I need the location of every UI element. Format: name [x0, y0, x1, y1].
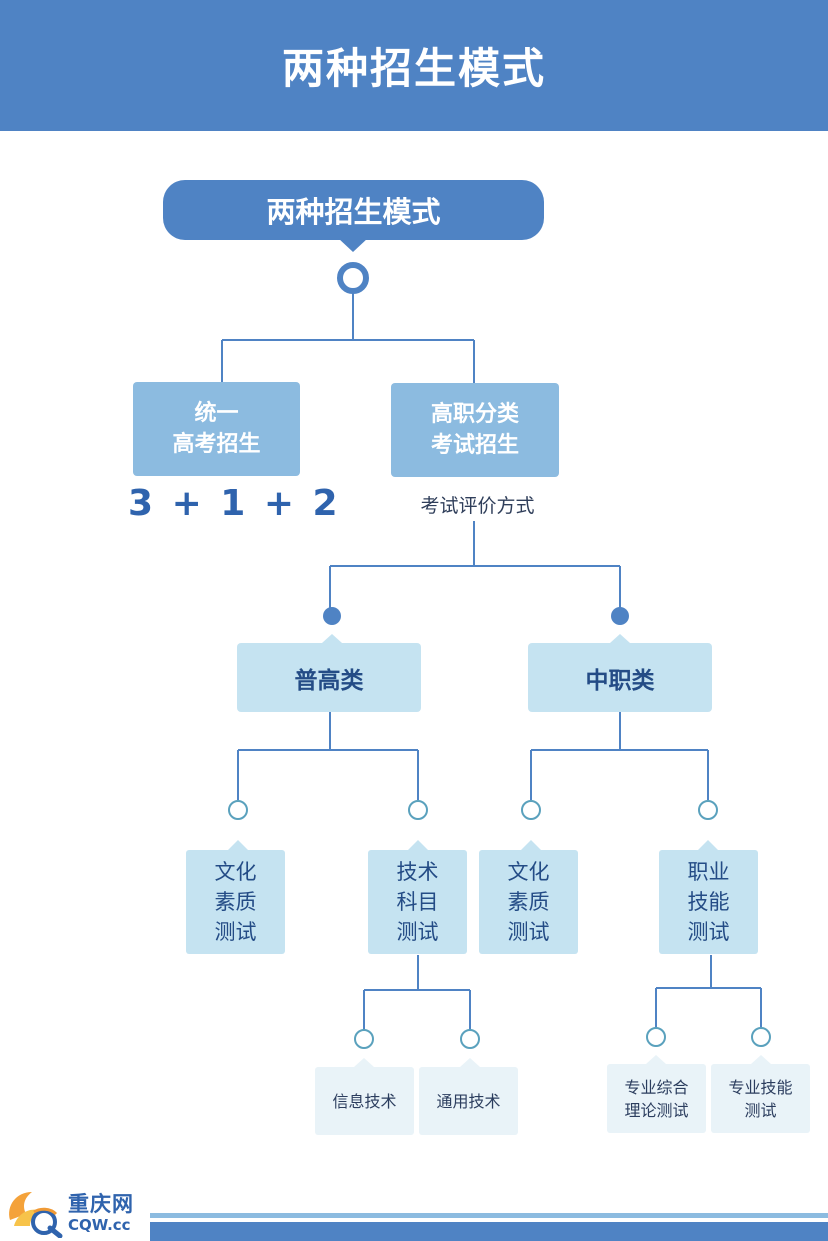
root-label: 两种招生模式: [266, 195, 441, 229]
general-tech-label: 通用技术: [436, 1091, 501, 1111]
footer-stripe-dark: [150, 1222, 828, 1241]
header-banner: 两种招生模式: [0, 0, 828, 131]
vocational-culture-test-node: 文化 素质 测试: [479, 850, 578, 954]
info-tech-node: 信息技术: [315, 1067, 414, 1135]
root-node: 两种招生模式: [163, 180, 544, 240]
evaluation-method-label: 考试评价方式: [420, 495, 535, 517]
general-tech-node: 通用技术: [419, 1067, 518, 1135]
general-culture-test-label: 文化 素质 测试: [214, 860, 257, 944]
root-node-circle: [337, 262, 369, 294]
site-logo-icon: [9, 1192, 63, 1238]
general-high-label: 普高类: [294, 667, 364, 694]
professional-skill-test-label: 专业技能 测试: [728, 1077, 793, 1120]
mid-branch-lines: [237, 712, 709, 800]
professional-theory-test-node: 专业综合 理论测试: [607, 1064, 706, 1133]
site-url: CQW.cc: [68, 1216, 131, 1234]
bottom-branch-lines: [363, 955, 762, 1030]
vocational-school-node: 中职类: [528, 643, 712, 712]
vocational-pointer: [610, 634, 630, 643]
general-high-node: 普高类: [237, 643, 421, 712]
professional-skill-test-node: 专业技能 测试: [711, 1064, 810, 1133]
level3-pointers: [228, 840, 718, 850]
level3-node-circles: [228, 800, 718, 820]
formula-text: 3 + 1 + 2: [128, 483, 341, 524]
top-branch-lines: [221, 291, 621, 608]
unified-exam-label: 统一 高考招生: [172, 401, 261, 457]
general-culture-test-node: 文化 素质 测试: [186, 850, 285, 954]
general-pointer: [322, 634, 342, 643]
level4-node-circles: [354, 1027, 771, 1049]
unified-exam-node: 统一 高考招生: [133, 382, 300, 476]
vocational-skill-test-node: 职业 技能 测试: [659, 850, 758, 954]
general-node-dot: [323, 607, 341, 625]
tech-subject-test-label: 技术 科目 测试: [396, 860, 439, 944]
vocational-exam-node: 高职分类 考试招生: [391, 383, 559, 477]
info-tech-label: 信息技术: [332, 1091, 397, 1111]
tech-subject-test-node: 技术 科目 测试: [368, 850, 467, 954]
vocational-school-label: 中职类: [585, 667, 655, 694]
footer-stripe-light: [150, 1213, 828, 1218]
site-name: 重庆网: [68, 1192, 134, 1216]
vocational-culture-test-label: 文化 素质 测试: [507, 860, 550, 944]
level4-pointers: [354, 1055, 771, 1067]
page-title: 两种招生模式: [281, 44, 546, 93]
vocational-exam-label: 高职分类 考试招生: [430, 402, 519, 458]
professional-theory-test-label: 专业综合 理论测试: [624, 1077, 689, 1120]
vocational-skill-test-label: 职业 技能 测试: [687, 860, 730, 944]
root-pointer: [338, 238, 368, 252]
vocational-node-dot: [611, 607, 629, 625]
